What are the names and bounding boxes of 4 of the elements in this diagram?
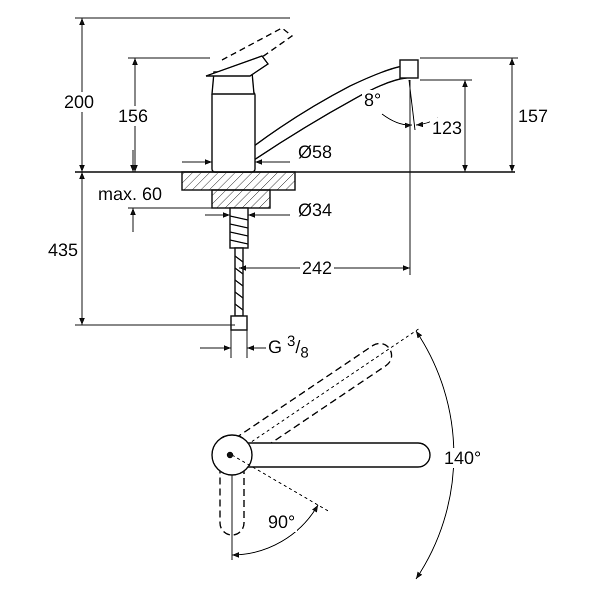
angle-label: 90°	[266, 512, 298, 532]
angle-label: 140°	[442, 448, 484, 468]
dimension-label: 200	[62, 92, 96, 112]
dimension-label: 156	[116, 106, 150, 126]
